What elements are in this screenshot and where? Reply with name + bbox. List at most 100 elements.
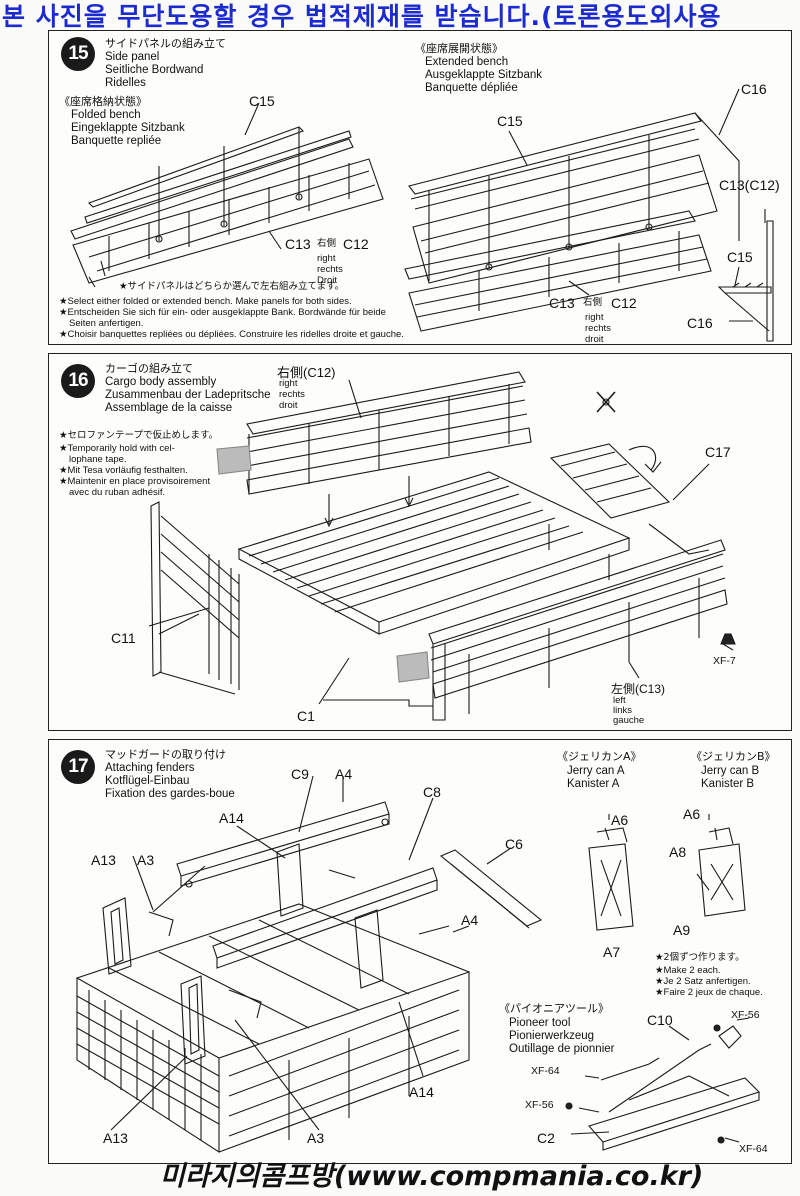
tape-note-en-1: ★Temporarily hold with cel- [59,443,175,454]
tape-note-en-2: lophane tape. [69,454,127,465]
part-label-c16-top: C16 [741,81,767,97]
folded-heading-fr: Banquette repliée [71,135,162,147]
right-side-jp: 右側 [317,238,337,249]
jerry-a-heading-jp: 《ジェリカンA》 [557,750,642,763]
make-two-de: ★Je 2 Satz anfertigen. [655,976,751,987]
make-two-en: ★Make 2 each. [655,965,721,976]
tape-note-fr-1: ★Maintenir en place provisoirement [59,476,211,487]
step-title-de: Zusammenbau der Ladepritsche [105,389,271,401]
part-label-a7: A7 [603,944,621,960]
part-label-a9: A9 [673,922,691,938]
right-side-en: right [279,378,298,389]
step-title-jp: マッドガードの取り付け [105,748,226,761]
tape-note-fr-2: avec du ruban adhésif. [69,487,166,498]
step-17-panel: 17 マッドガードの取り付け Attaching fenders Kotflüg… [48,739,792,1164]
right-side-c12-label: 右側(C12) [277,365,336,380]
extended-heading-en: Extended bench [425,56,509,68]
part-label-c11: C11 [111,630,136,646]
note-en: ★Select either folded or extended bench.… [59,296,352,307]
part-label-c1: C1 [297,708,315,724]
step-title-en: Cargo body assembly [105,376,217,388]
folded-heading-de: Eingeklappte Sitzbank [71,122,185,134]
jerry-b-heading-en: Jerry can B [701,765,760,777]
right-side-fr: droit [279,400,298,411]
part-label-a3-bottom: A3 [307,1130,325,1146]
jerry-b-heading-de: Kanister B [701,778,755,790]
right-side-de: rechts [317,264,343,275]
pioneer-heading-en: Pioneer tool [509,1017,571,1029]
step-number-badge: 16 [61,364,95,398]
folded-heading-jp: 《座席格納状態》 [59,95,147,108]
step-title-en: Attaching fenders [105,762,195,774]
cargo-body-drawing [49,354,793,732]
part-label-a14-bottom: A14 [409,1084,434,1100]
step-16-panel: 16 カーゴの組み立て Cargo body assembly Zusammen… [48,353,792,731]
jerry-a-heading-de: Kanister A [567,778,620,790]
part-label-c13-extended: C13 [549,295,575,311]
extended-heading-fr: Banquette dépliée [425,82,518,94]
part-label-c2: C2 [537,1130,555,1146]
pioneer-heading-fr: Outillage de pionnier [509,1043,615,1055]
folded-heading-en: Folded bench [71,109,141,121]
jerry-b-heading-jp: 《ジェリカンB》 [691,750,776,763]
right-side-de: rechts [279,389,305,400]
step-title-en: Side panel [105,51,160,63]
fender-drawing [49,740,793,1165]
step-title-de: Seitliche Bordwand [105,64,204,76]
part-label-c12-extended: C12 [611,295,637,311]
step-number-badge: 17 [61,750,95,784]
part-label-c15-extended: C15 [497,113,523,129]
right-side-fr: Droit [317,275,338,286]
right-side-fr-2: droit [585,334,604,345]
part-label-a6-can-b: A6 [683,806,701,822]
step-title-fr: Ridelles [105,77,146,89]
jerry-a-heading-en: Jerry can A [567,765,625,777]
tape-note-jp: ★セロファンテープで仮止めします。 [59,430,218,441]
tape-note-de: ★Mit Tesa vorläufig festhalten. [59,465,188,476]
part-label-c12-folded: C12 [343,236,369,252]
part-label-a4-mid: A4 [461,912,479,928]
part-label-c15-folded: C15 [249,93,275,109]
part-label-c9: C9 [291,766,309,782]
part-label-a13-left: A13 [91,852,116,868]
step-title-de: Kotflügel-Einbau [105,775,190,787]
part-label-a6-can-a: A6 [611,812,629,828]
part-label-a3-left: A3 [137,852,155,868]
part-label-c13-folded: C13 [285,236,311,252]
left-side-de: links [613,705,633,716]
pioneer-heading-de: Pionierwerkzeug [509,1030,595,1042]
paint-xf7: XF-7 [713,655,736,667]
step-number-badge: 15 [61,37,95,71]
part-label-a4-top: A4 [335,766,353,782]
note-jp: ★サイドパネルはどちらか選んで左右組み立てます。 [119,281,345,292]
copyright-banner: 본 사진을 무단도용할 경우 법적제재를 받습니다.(토론용도외사용 [2,2,722,31]
part-label-a8: A8 [669,844,687,860]
make-two-fr: ★Faire 2 jeux de chaque. [655,987,763,998]
right-side-jp-2: 右側 [583,297,603,308]
note-fr: ★Choisir banquettes repliées ou dépliées… [59,329,404,340]
right-side-de-2: rechts [585,323,611,334]
part-label-c6: C6 [505,836,523,852]
pioneer-heading-jp: 《パイオニアツール》 [499,1002,609,1015]
right-side-en: right [317,253,336,264]
step-title-fr: Fixation des gardes-boue [105,788,235,800]
paint-xf56-top: XF-56 [731,1009,760,1021]
left-side-c13-label: 左側(C13) [611,682,666,696]
note-de-1: ★Entscheiden Sie sich für ein- oder ausg… [59,307,386,318]
make-two-jp: ★2個ずつ作ります。 [655,952,745,963]
part-label-c8: C8 [423,784,441,800]
extended-heading-jp: 《座席展開状態》 [415,42,503,55]
watermark-footer: 미라지의콤프방(www.compmania.co.kr) [160,1161,704,1192]
right-side-en-2: right [585,312,604,323]
step-title-jp: サイドパネルの組み立て [105,37,226,50]
part-label-a13-bottom: A13 [103,1130,128,1146]
paint-xf64-left: XF-64 [531,1065,560,1077]
step-15-panel: 15 サイドパネルの組み立て Side panel Seitliche Bord… [48,30,792,345]
step-title-jp: カーゴの組み立て [105,362,193,375]
part-label-c15-detail: C15 [727,249,753,265]
part-label-c10: C10 [647,1012,673,1028]
part-label-c17: C17 [705,444,731,460]
left-side-en: left [613,695,626,706]
folded-bench-drawing [49,31,793,346]
paint-xf64-bottom: XF-64 [739,1143,768,1155]
